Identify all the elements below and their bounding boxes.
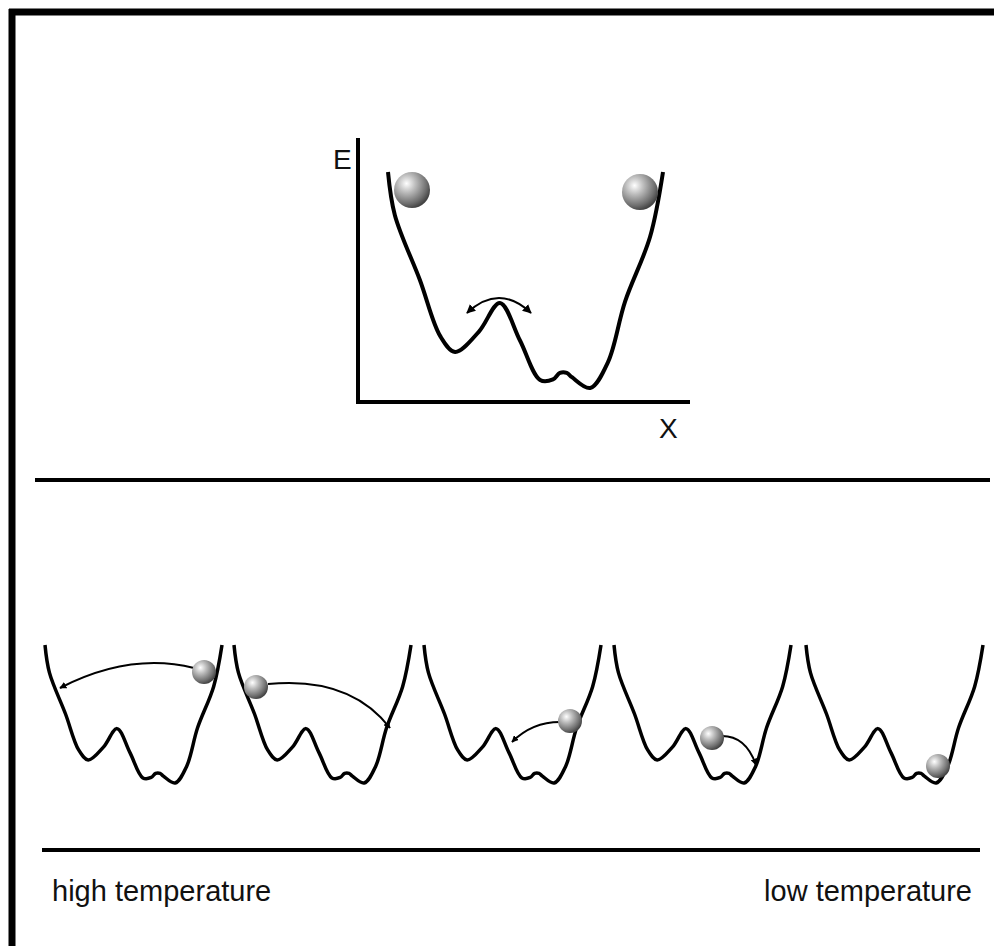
ball [192,660,216,684]
energy-curve [234,645,411,783]
axis-label: E [333,145,352,176]
energy-curve [614,645,791,783]
ball [394,172,430,208]
temperature-label: low temperature [764,876,972,908]
jump-arrow [512,722,560,742]
energy-curve [424,645,601,783]
jump-arrow [722,736,756,765]
ball [558,709,582,733]
energy-wells [45,172,983,783]
ball [926,754,950,778]
axis-label: X [659,414,678,445]
separator-line [42,848,980,852]
energy-curve [388,172,663,388]
ball [244,675,268,699]
frame-left [9,9,16,946]
double-arrow [467,298,531,313]
separator-line [35,478,990,482]
ball [622,174,658,210]
jump-arrow [268,683,390,728]
jump-arrow [60,663,194,688]
plot-axes [358,138,690,402]
temperature-label: high temperature [52,876,271,908]
frame-top [9,9,994,16]
ball [700,726,724,750]
energy-curve [45,645,222,783]
energy-curve [806,645,983,783]
